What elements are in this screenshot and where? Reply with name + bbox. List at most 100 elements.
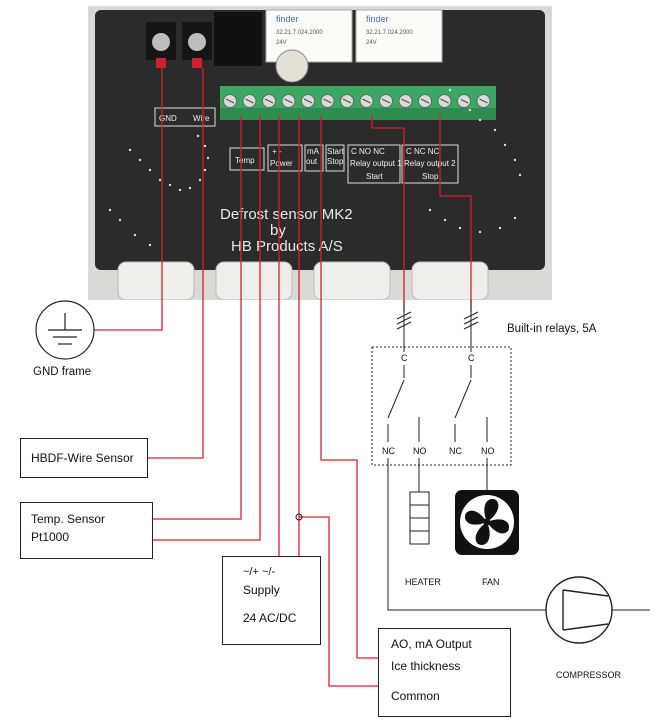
pcb-dot: [198, 178, 202, 182]
pcb-board: [95, 10, 545, 270]
pcb-relay2-state: Stop: [422, 172, 439, 181]
supply-voltage: 24 AC/DC: [243, 611, 297, 625]
pcb-dot-pattern: [108, 88, 522, 247]
terminal-screw-slot: [342, 98, 352, 104]
gnd-wire: [94, 68, 163, 331]
pcb-gnd-label: GND: [159, 114, 177, 123]
relay-voltage-left: 24V: [276, 40, 287, 46]
relay-brand-right: finder: [366, 14, 389, 24]
terminal-screw-slot: [401, 98, 410, 104]
relay-brand-left: finder: [276, 14, 299, 24]
pcb-dot: [118, 218, 122, 222]
relay1-no-label: NO: [413, 446, 427, 456]
pcb-dot: [513, 158, 517, 162]
pcb-dot: [498, 226, 502, 230]
pcb-dot: [478, 230, 482, 234]
pcb-dot: [196, 134, 200, 138]
ma-out-wire: [320, 115, 378, 659]
pcb-wire-label: Wire: [193, 114, 210, 123]
pcb-dot: [148, 243, 152, 247]
pcb-dot: [513, 216, 517, 220]
terminal-screw-slot: [303, 98, 313, 104]
board-title-line2: by: [270, 222, 286, 239]
pcb-relay1-state: Start: [366, 172, 384, 181]
fan-label: FAN: [482, 577, 500, 587]
pcb-dot: [178, 188, 182, 192]
capacitor: [275, 49, 309, 83]
relay-block-outline: [371, 346, 512, 466]
pcb-dot: [138, 158, 142, 162]
relay1-wire: [371, 115, 405, 312]
pcb-relay1-label: Relay output 1: [350, 159, 402, 168]
pcb-dot: [203, 144, 207, 148]
supply-box: ~/+ ~/- Supply 24 AC/DC: [222, 556, 321, 645]
gnd-frame-symbol: [35, 300, 95, 360]
pcb-dot: [458, 226, 462, 230]
pcb-stop-label: Stop: [327, 157, 344, 166]
pcb-dot: [493, 128, 497, 132]
ao-output-line2: Ice thickness: [391, 659, 461, 673]
temp-wire-1: [152, 115, 242, 520]
temp-sensor-line2: Pt1000: [31, 530, 70, 544]
pcb-dot: [148, 168, 152, 172]
pcb-relay2-label: Relay output 2: [404, 159, 456, 168]
terminal-screw-slot: [381, 98, 391, 104]
relay-right: finder 32.21.7.024.2000 24V: [355, 9, 443, 63]
terminal-screw-slot: [323, 98, 332, 104]
relay1-nc-label: NC: [382, 446, 395, 456]
compressor-label: COMPRESSOR: [556, 670, 622, 680]
ao-output-line1: AO, mA Output: [391, 637, 472, 651]
hbdf-wire: [147, 68, 204, 459]
fan-icon: [455, 490, 519, 555]
pcb-dot: [458, 98, 462, 102]
terminal-screw-slot: [284, 98, 293, 104]
builtin-relays-label: Built-in relays, 5A: [507, 323, 597, 335]
pcb-out-label: out: [306, 157, 318, 166]
connector-block: [214, 12, 262, 66]
pcb-dot: [448, 88, 452, 92]
compressor-icon: [545, 576, 613, 644]
terminal-screw-slot: [362, 98, 371, 104]
ao-output-line3: Common: [391, 689, 440, 703]
pcb-dot: [518, 173, 522, 177]
pcb-dot: [203, 168, 207, 172]
terminal-screw-slot: [264, 98, 274, 104]
relay2-wire: [439, 115, 472, 312]
terminal-screw-slot: [245, 98, 254, 104]
pcb-dot: [443, 218, 447, 222]
pcb-ma-label: mA: [307, 147, 320, 156]
pcb-dot: [128, 148, 132, 152]
relay-voltage-right: 24V: [366, 40, 377, 46]
pcb-dot: [478, 118, 482, 122]
pcb-dot: [428, 208, 432, 212]
supply-polarity: ~/+ ~/-: [243, 566, 276, 578]
controller-board-photo: finder 32.21.7.024.2000 24V finder 32.21…: [88, 6, 552, 300]
hbdf-wire-sensor-text: HBDF-Wire Sensor: [31, 451, 134, 465]
relay-left: finder 32.21.7.024.2000 24V: [265, 9, 353, 63]
terminal-screw-slot: [479, 98, 488, 104]
pcb-power-label: Power: [270, 159, 293, 168]
pcb-relay2-cnonc: C NC NC: [406, 147, 440, 156]
relay2-c-label: C: [468, 353, 475, 363]
temp-sensor-line1: Temp. Sensor: [31, 512, 106, 526]
pcb-start-label: Start: [327, 147, 345, 156]
gnd-frame-label: GND frame: [33, 366, 92, 378]
pcb-dot: [188, 186, 192, 190]
temp-wire-2: [152, 115, 261, 541]
supply-label: Supply: [243, 583, 280, 597]
pcb-dot: [168, 183, 172, 187]
heater-icon: [409, 491, 430, 545]
terminal-screw-slot: [420, 98, 430, 104]
hbdf-wire-sensor-box: HBDF-Wire Sensor: [20, 438, 148, 478]
relay-model-left: 32.21.7.024.2000: [276, 30, 323, 36]
common-wire: [299, 516, 378, 687]
heater-label: HEATER: [405, 577, 441, 587]
relay-model-right: 32.21.7.024.2000: [366, 30, 413, 36]
terminal-screw-slot: [225, 98, 235, 104]
pcb-dot: [206, 156, 210, 160]
junction-dot: [295, 513, 303, 521]
pcb-relay1-cnonc: C NO NC: [351, 147, 385, 156]
relay2-no-label: NO: [481, 446, 495, 456]
pcb-dot: [158, 178, 162, 182]
